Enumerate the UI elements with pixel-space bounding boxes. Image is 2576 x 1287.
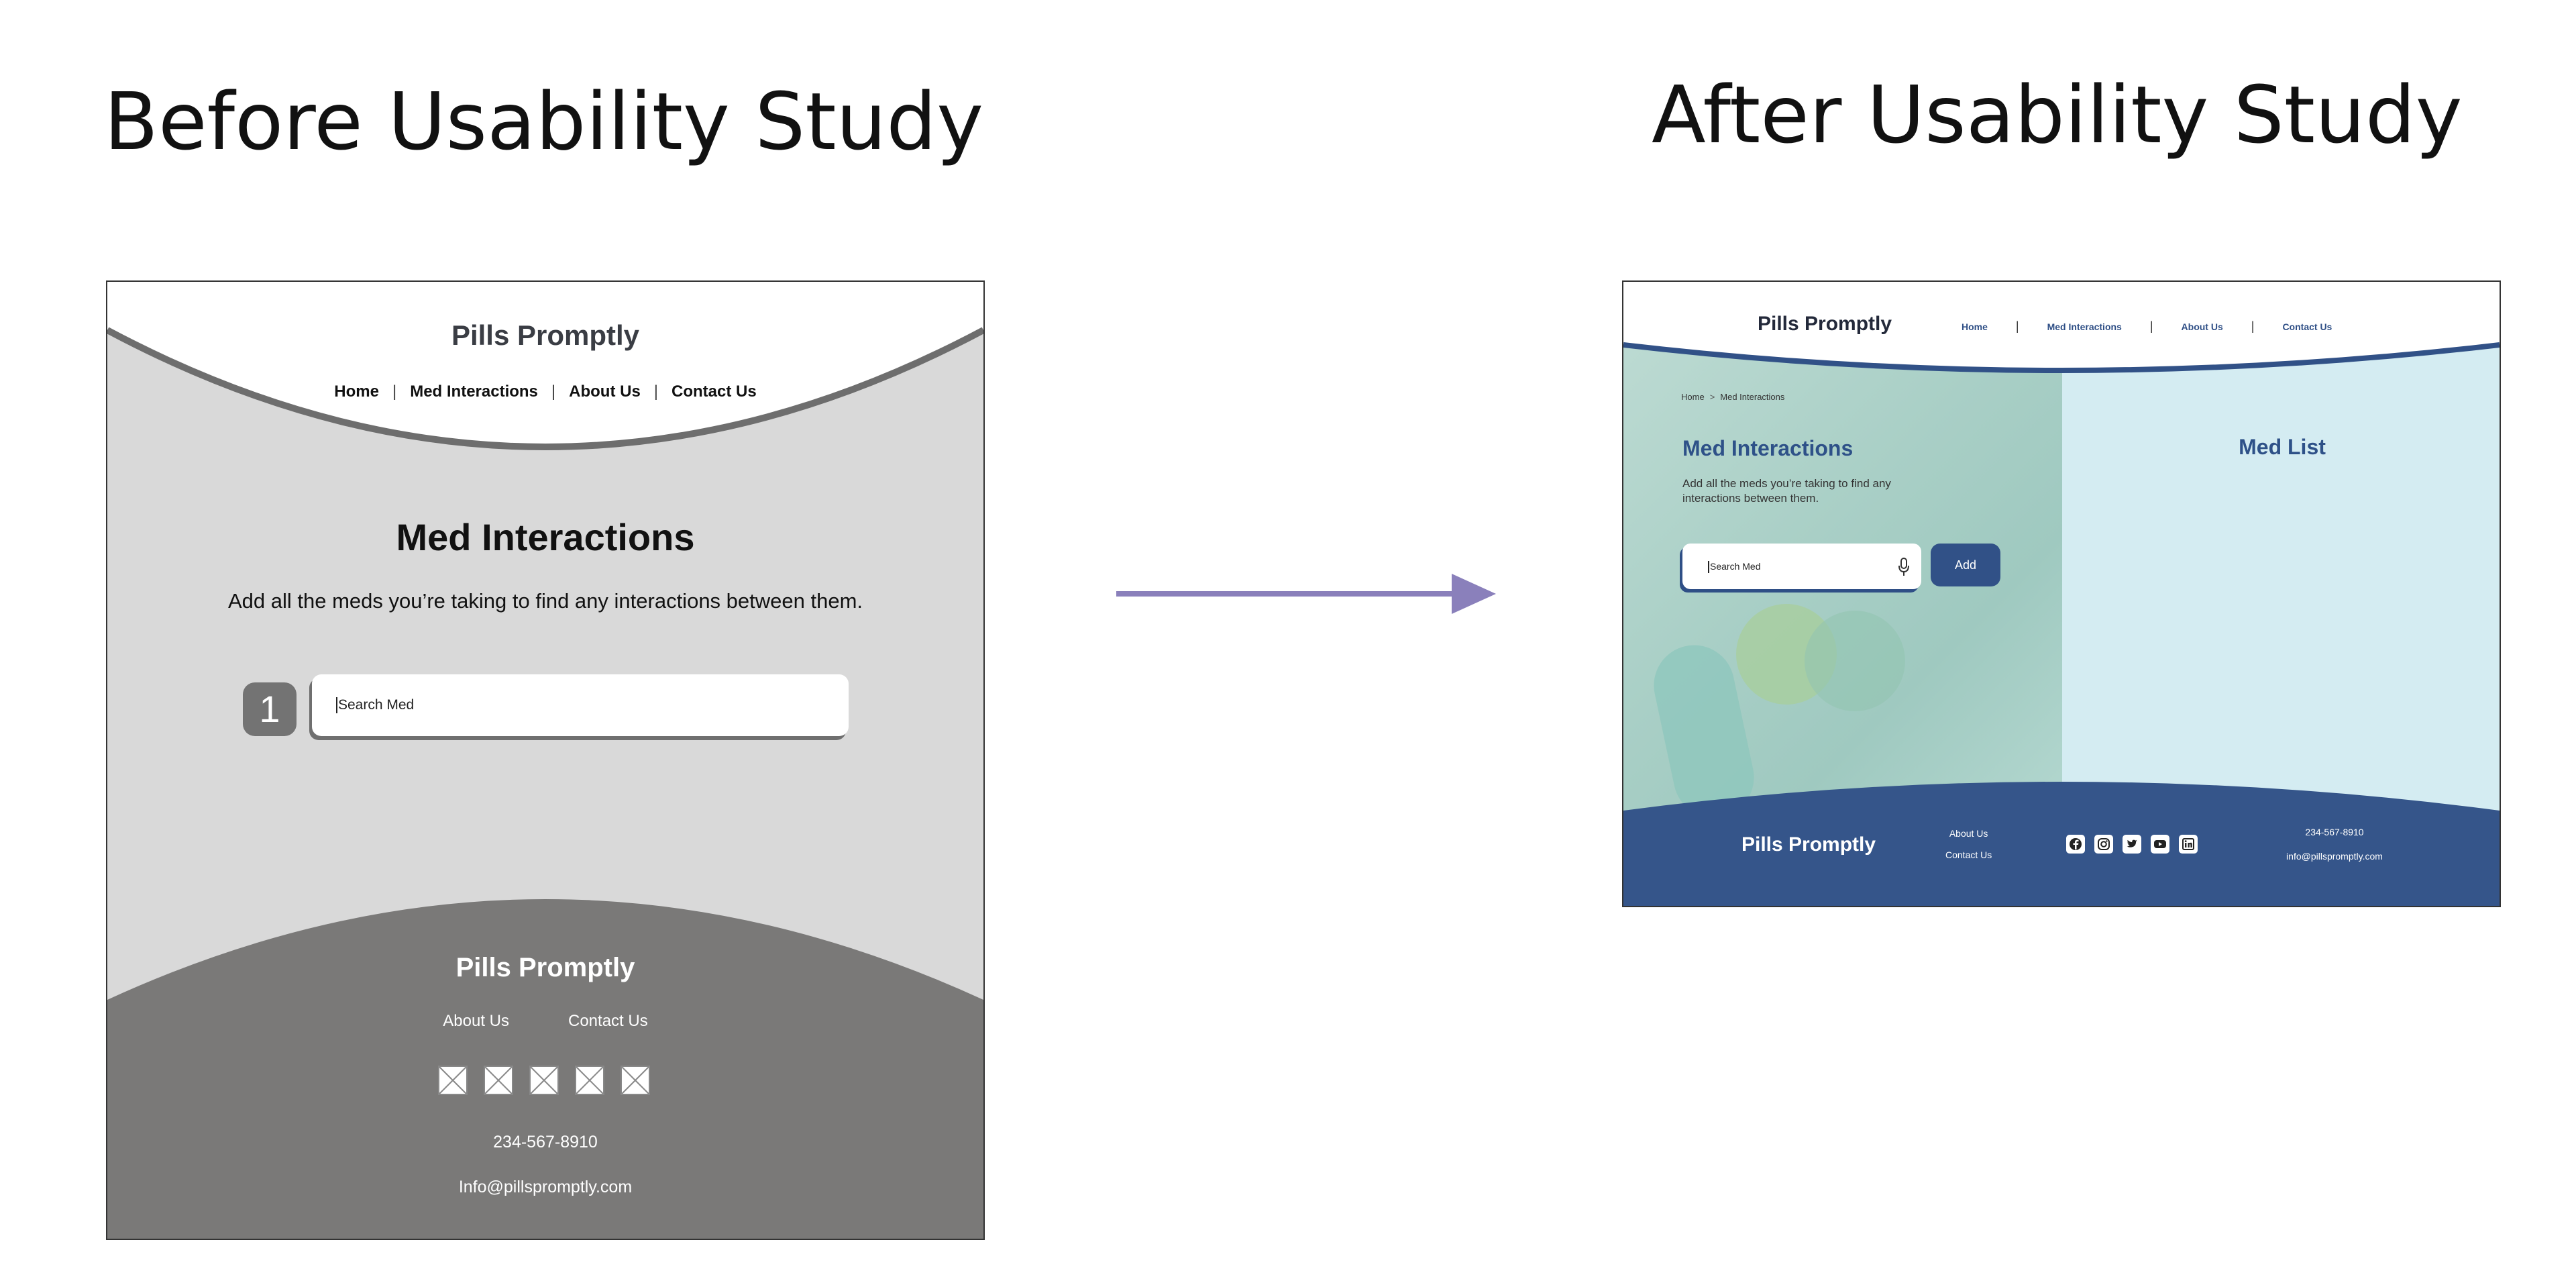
nav-med-interactions[interactable]: Med Interactions [2047, 321, 2122, 332]
footer-email[interactable]: info@pillspromptly.com [2286, 851, 2383, 862]
after-mockup: Pills Promptly Home | Med Interactions | Abo… [1622, 280, 2501, 907]
add-button[interactable]: Add [1931, 544, 2000, 586]
footer-social-icons [438, 1066, 650, 1095]
footer-link-contact-us[interactable]: Contact Us [568, 1012, 648, 1030]
page-title: Med Interactions [396, 516, 695, 558]
nav-separator: | [551, 382, 556, 401]
nav-about-us[interactable]: About Us [569, 382, 641, 401]
breadcrumb: Home > Med Interactions [1681, 392, 1784, 402]
page-description: Add all the meds you’re taking to find a… [227, 589, 863, 613]
nav-med-interactions[interactable]: Med Interactions [410, 382, 538, 401]
nav-about-us[interactable]: About Us [2181, 321, 2223, 332]
image-placeholder-icon[interactable] [529, 1066, 559, 1095]
footer-links: About Us Contact Us [1945, 828, 1992, 871]
page-title: Med Interactions [1682, 436, 1854, 460]
text-caret [1708, 561, 1709, 574]
footer-social-icons [2066, 835, 2198, 854]
footer-brand[interactable]: Pills Promptly [1741, 833, 1876, 856]
brand-logo[interactable]: Pills Promptly [1758, 313, 1892, 335]
search-input[interactable]: Search Med [1682, 544, 1921, 589]
footer-phone[interactable]: 234-567-8910 [493, 1133, 598, 1151]
header-curve [1623, 282, 2500, 373]
image-placeholder-icon[interactable] [621, 1066, 650, 1095]
microphone-icon[interactable] [1897, 557, 1911, 577]
nav-contact-us[interactable]: Contact Us [672, 382, 757, 401]
youtube-icon[interactable] [2151, 835, 2169, 854]
nav-separator: | [2149, 319, 2153, 333]
image-placeholder-icon[interactable] [575, 1066, 604, 1095]
footer-phone[interactable]: 234-567-8910 [2305, 827, 2364, 837]
nav-separator: | [2251, 319, 2255, 333]
before-usability-heading: Before Usability Study [104, 75, 984, 168]
footer-link-about-us[interactable]: About Us [1949, 828, 1988, 839]
footer-curve [1623, 782, 2500, 906]
search-placeholder: Search Med [1710, 561, 1761, 572]
header-curve [107, 282, 983, 450]
top-nav: Home | Med Interactions | About Us | Contact U… [1962, 319, 2332, 333]
nav-home[interactable]: Home [334, 382, 379, 401]
facebook-icon[interactable] [2066, 835, 2085, 854]
twitter-icon[interactable] [2123, 835, 2141, 854]
chevron-right-icon: > [1709, 392, 1715, 402]
image-placeholder-icon[interactable] [484, 1066, 513, 1095]
footer-link-about-us[interactable]: About Us [443, 1012, 509, 1030]
footer-links: About Us Contact Us [107, 1012, 983, 1031]
nav-separator: | [653, 382, 659, 401]
footer-email[interactable]: Info@pillspromptly.com [458, 1178, 633, 1196]
step-number-badge: 1 [243, 682, 297, 736]
breadcrumb-home[interactable]: Home [1681, 392, 1705, 402]
nav-separator: | [392, 382, 397, 401]
search-placeholder: Search Med [338, 697, 415, 713]
linkedin-icon[interactable] [2179, 835, 2198, 854]
nav-contact-us[interactable]: Contact Us [2282, 321, 2332, 332]
text-caret [336, 697, 337, 714]
breadcrumb-current: Med Interactions [1720, 392, 1785, 402]
pill-image [1805, 611, 1905, 711]
top-nav: Home | Med Interactions | About Us | Contact U… [107, 382, 983, 401]
search-input[interactable]: Search Med [312, 674, 849, 736]
image-placeholder-icon[interactable] [438, 1066, 468, 1095]
nav-separator: | [2015, 319, 2019, 333]
footer-brand[interactable]: Pills Promptly [455, 953, 635, 982]
right-arrow-icon [1116, 574, 1496, 614]
nav-home[interactable]: Home [1962, 321, 1988, 332]
before-mockup: Pills Promptly Home | Med Interactions | Abo… [106, 280, 985, 1240]
instagram-icon[interactable] [2094, 835, 2113, 854]
med-list-title: Med List [2239, 435, 2326, 459]
after-usability-heading: After Usability Study [1652, 68, 2463, 161]
footer-link-contact-us[interactable]: Contact Us [1945, 850, 1992, 860]
page-description: Add all the meds you’re taking to find a… [1682, 477, 1891, 505]
brand-logo[interactable]: Pills Promptly [451, 319, 640, 351]
